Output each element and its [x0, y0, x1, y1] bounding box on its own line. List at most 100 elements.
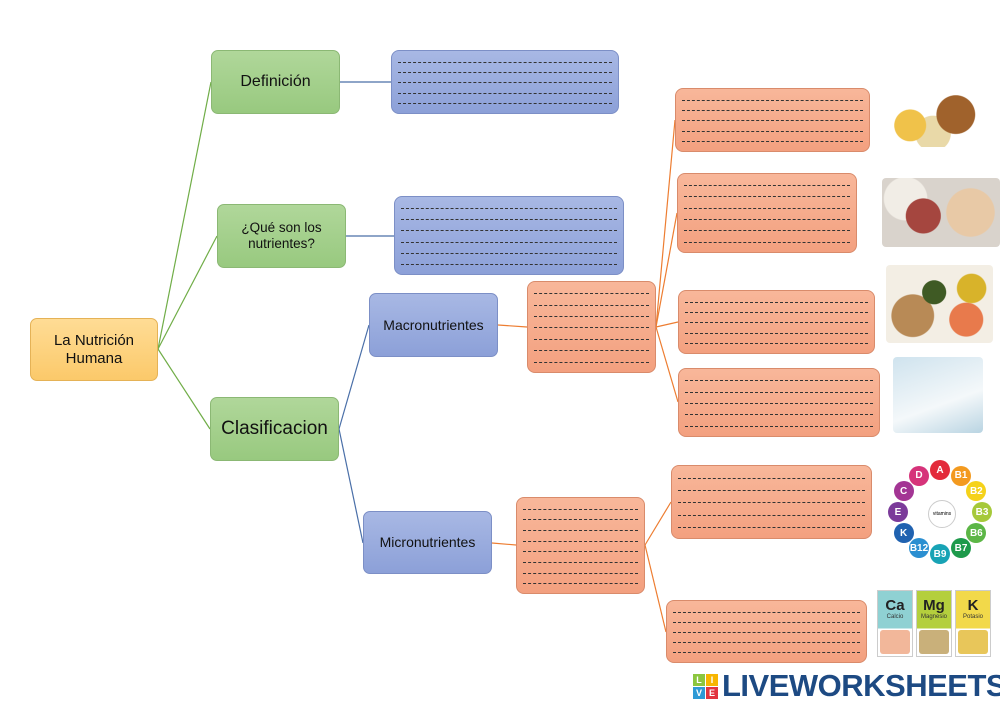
answer-line: [684, 230, 850, 232]
logo-letter: E: [706, 686, 718, 699]
connector-root-clasificacion: [157, 348, 211, 430]
liveworksheets-logo: L I V E LIVEWORKSHEETS: [693, 668, 1000, 704]
connector-root-que-son: [157, 235, 218, 350]
answer-line: [401, 219, 617, 221]
minerales-answer-box[interactable]: [666, 600, 867, 663]
vitamin-c-petal: C: [893, 481, 914, 501]
vitamin-d-petal: D: [909, 465, 929, 486]
mineral-symbol: K: [967, 597, 979, 614]
logo-letter: I: [706, 673, 718, 686]
macronutrientes-answer-box[interactable]: [527, 281, 656, 373]
carbohidratos-answer-box[interactable]: [675, 88, 870, 152]
root-label: La Nutrición Humana: [53, 331, 135, 367]
answer-line: [685, 312, 868, 314]
answer-line: [684, 241, 850, 243]
answer-line: [523, 583, 638, 585]
answer-line: [534, 293, 649, 295]
mineral-name: Calcio: [886, 614, 904, 620]
answer-line: [523, 508, 638, 510]
micronutrientes-label: Micronutrientes: [379, 534, 476, 551]
que-son-answer-box[interactable]: [394, 196, 624, 275]
vitamin-b12-petal: B12: [909, 538, 929, 559]
carbohydrates-food-image: [876, 93, 990, 147]
proteinas-answer-box[interactable]: [677, 173, 857, 253]
connector-macro-answer: [497, 324, 528, 328]
answer-line: [673, 631, 860, 633]
answer-line: [523, 530, 638, 532]
connector-macro-4: [655, 326, 679, 403]
clasificacion-node: Clasificacion: [210, 397, 339, 461]
vitamin-a-petal: A: [930, 460, 950, 480]
logo-letter: V: [693, 686, 705, 699]
micronutrientes-answer-box[interactable]: [516, 497, 645, 594]
answer-line: [678, 502, 865, 504]
answer-line: [685, 380, 873, 382]
answer-line: [523, 551, 638, 553]
vitaminas-answer-box[interactable]: [671, 465, 872, 539]
definicion-label: Definición: [240, 73, 311, 91]
vitamin-b9-petal: B9: [930, 544, 950, 564]
answer-line: [398, 61, 612, 63]
answer-line: [684, 219, 850, 221]
mineral-symbol: Mg: [923, 597, 945, 614]
answer-line: [684, 207, 850, 209]
connector-micro-2: [644, 544, 667, 633]
mineral-name: Potasio: [962, 614, 983, 620]
definicion-answer-box[interactable]: [391, 50, 619, 114]
answer-line: [678, 477, 865, 479]
answer-line: [685, 332, 868, 334]
answer-line: [678, 490, 865, 492]
answer-line: [401, 230, 617, 232]
answer-line: [678, 527, 865, 529]
logo-letter: L: [693, 673, 705, 686]
answer-line: [684, 196, 850, 198]
vitamin-b7-petal: B7: [951, 538, 971, 559]
connector-clasificacion-macro: [338, 324, 370, 430]
answer-line: [685, 343, 868, 345]
connector-root-definicion: [157, 81, 212, 350]
mineral-food-image: [919, 630, 949, 654]
answer-line: [523, 519, 638, 521]
fats-food-image: [886, 265, 993, 343]
answer-line: [682, 120, 863, 122]
answer-line: [534, 361, 649, 363]
answer-line: [682, 141, 863, 143]
live-squares-icon: L I V E: [693, 673, 718, 699]
answer-line: [523, 540, 638, 542]
answer-line: [523, 561, 638, 563]
vitamin-k-petal: K: [893, 523, 914, 543]
answer-line: [685, 425, 873, 427]
answer-line: [401, 208, 617, 210]
answer-line: [398, 72, 612, 74]
answer-line: [673, 652, 860, 654]
vitamin-b6-petal: B6: [966, 523, 987, 543]
answer-line: [401, 241, 617, 243]
answer-line: [534, 327, 649, 329]
answer-line: [682, 99, 863, 101]
answer-line: [534, 304, 649, 306]
connector-macro-3: [655, 321, 679, 328]
answer-line: [534, 316, 649, 318]
connector-macro-1: [655, 119, 676, 328]
answer-line: [398, 92, 612, 94]
answer-line: [401, 263, 617, 265]
answer-line: [682, 110, 863, 112]
answer-line: [398, 82, 612, 84]
logo-text: LIVEWORKSHEETS: [722, 668, 1000, 703]
agua-answer-box[interactable]: [678, 368, 880, 437]
vitamin-b1-petal: B1: [951, 465, 971, 486]
mineral-name: Magnesio: [920, 614, 947, 620]
grasas-answer-box[interactable]: [678, 290, 875, 354]
que-son-label: ¿Qué son los nutrientes?: [241, 219, 322, 251]
vitamin-e-petal: E: [888, 502, 908, 522]
answer-line: [678, 514, 865, 516]
answer-line: [534, 338, 649, 340]
answer-line: [684, 185, 850, 187]
answer-line: [685, 391, 873, 393]
